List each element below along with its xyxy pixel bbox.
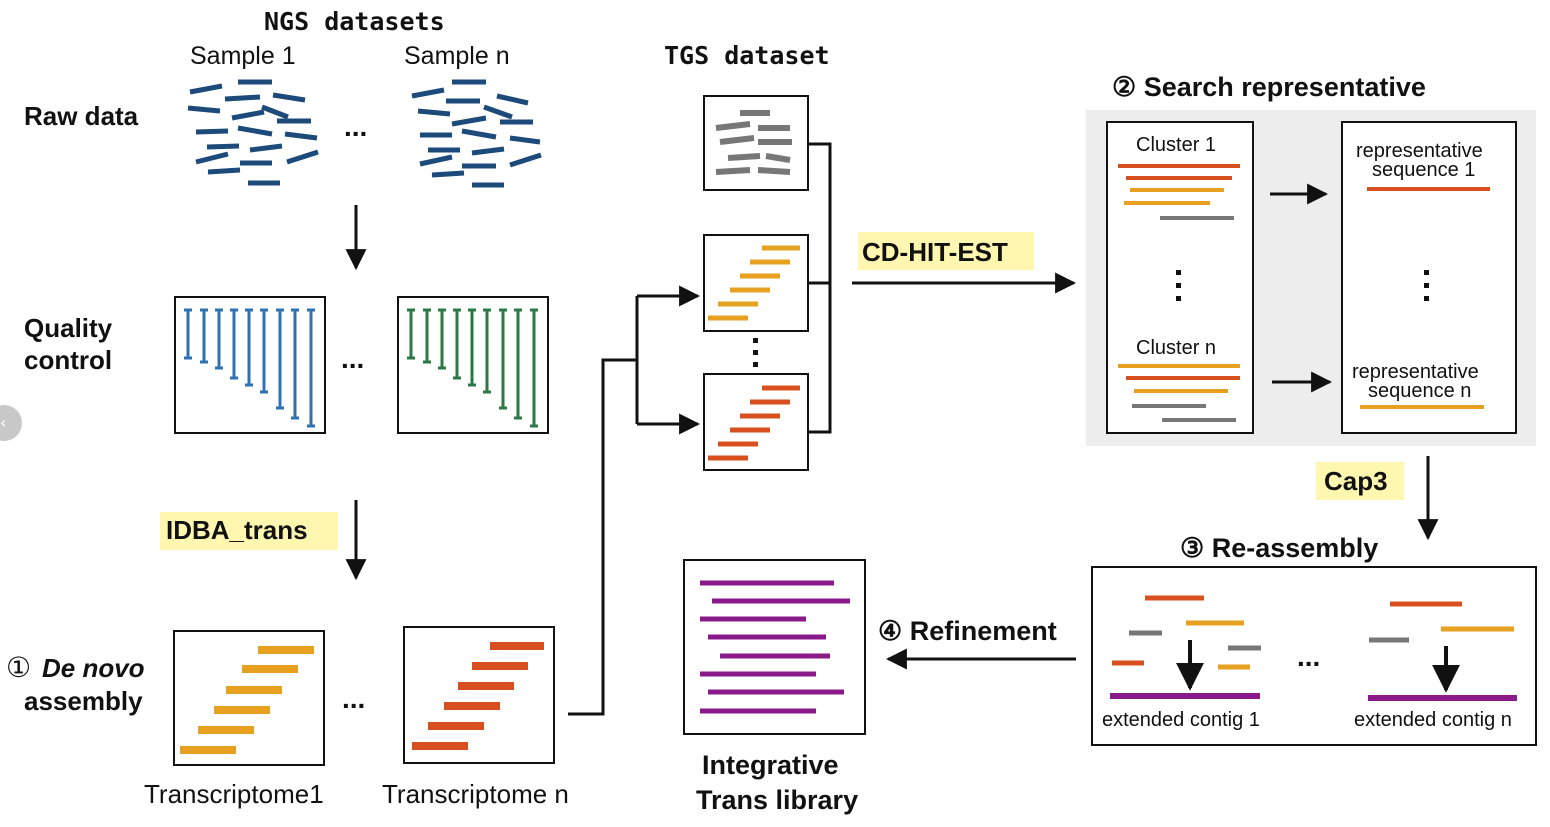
transcripts-1 <box>180 646 314 754</box>
cluster-vertical-ellipsis <box>1176 270 1181 301</box>
chevron-left-icon: ‹ <box>0 413 7 432</box>
library-box <box>683 559 866 735</box>
denovo-italic: De novo <box>42 653 145 683</box>
extended-contig-1-label: extended contig 1 <box>1102 709 1260 731</box>
extended-contig-n-label: extended contig n <box>1354 709 1512 731</box>
cap3-highlight <box>1316 462 1404 500</box>
denovo-line2: assembly <box>24 686 143 716</box>
rep-vertical-ellipsis <box>1424 270 1429 301</box>
sample-n-label: Sample n <box>404 42 510 70</box>
qc-bars-sample-n <box>407 308 538 428</box>
transcripts-n <box>412 642 544 750</box>
rep-seq-n-line2: sequence n <box>1368 380 1472 402</box>
qc-bars-sample-1 <box>184 308 315 428</box>
cap3-label: Cap3 <box>1324 466 1388 496</box>
sample-1-label: Sample 1 <box>190 42 296 70</box>
quality-label-line2: control <box>24 345 113 375</box>
tgs-transcripts-n <box>708 385 800 461</box>
idba-highlight <box>160 512 338 550</box>
ellipsis-reassembly: ... <box>1297 641 1321 672</box>
ellipsis-transcriptome: ... <box>342 683 366 714</box>
reassembly-title: ③ Re-assembly <box>1180 533 1379 563</box>
transcriptome-1-label: Transcriptome1 <box>144 779 324 809</box>
raw-reads-sample-1 <box>187 79 319 186</box>
idba-label: IDBA_trans <box>166 515 308 545</box>
rep-seq-1-line2: sequence 1 <box>1372 159 1476 181</box>
cluster-box <box>1106 121 1254 434</box>
ellipsis-raw: ... <box>344 111 368 142</box>
library-label-line1: Integrative <box>702 750 839 780</box>
cluster-1-sequences <box>1118 164 1240 220</box>
raw-data-label: Raw data <box>24 101 139 131</box>
reassembly-fragments-1 <box>1110 595 1261 699</box>
library-transcripts <box>700 580 850 714</box>
denovo-number: ① <box>6 651 32 684</box>
cdhit-label: CD-HIT-EST <box>862 237 1008 267</box>
quality-label-line1: Quality <box>24 313 113 343</box>
cdhit-highlight <box>858 232 1034 270</box>
rep-seq-1-line1: representative <box>1356 140 1483 162</box>
previous-nav-button[interactable]: ‹ <box>0 405 22 441</box>
refinement-label: ④ Refinement <box>878 616 1057 646</box>
cluster-1-label: Cluster 1 <box>1136 134 1217 156</box>
tgs-vertical-ellipsis <box>753 338 758 367</box>
ngs-title: NGS datasets <box>264 7 445 36</box>
transcriptome-n-label: Transcriptome n <box>382 779 569 809</box>
flow-arrows <box>345 142 1439 716</box>
tgs-transcripts-1 <box>708 245 800 321</box>
reassembly-fragments-n <box>1368 601 1517 701</box>
rep-seq-n-line1: representative <box>1352 361 1479 383</box>
search-representative-title: ② Search representative <box>1112 72 1426 102</box>
library-label-line2: Trans library <box>696 785 859 815</box>
cluster-n-sequences <box>1118 364 1240 422</box>
raw-reads-sample-n <box>411 79 542 188</box>
tgs-title: TGS dataset <box>664 41 830 70</box>
tgs-raw-reads <box>715 110 792 175</box>
representative-box <box>1341 121 1517 434</box>
cluster-n-label: Cluster n <box>1136 337 1217 359</box>
ellipsis-qc: ... <box>341 343 365 374</box>
